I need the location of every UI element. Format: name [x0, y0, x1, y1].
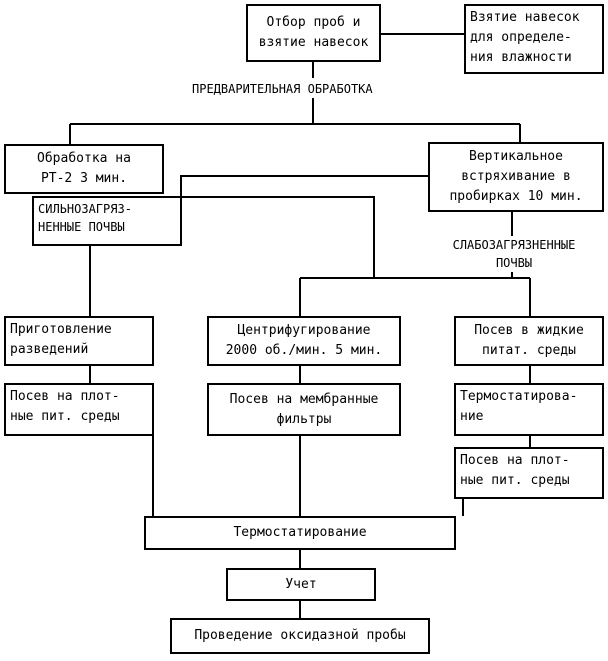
node-liquid-media: Посев в жидкие питат. среды — [454, 316, 604, 366]
node-oxidase-text: Проведение оксидазной пробы — [194, 628, 406, 643]
node-moisture-text: Взятие навесок для определе- ния влажнос… — [470, 10, 580, 65]
label-heavily-polluted: СИЛЬНОЗАГРЯЗ- НЕННЫЕ ПОЧВЫ — [38, 202, 132, 234]
node-solid-left: Посев на плот- ные пит. среды — [4, 383, 154, 436]
node-moisture: Взятие навесок для определе- ния влажнос… — [464, 4, 604, 74]
node-shake: Вертикальное встряхивание в пробирках 10… — [428, 142, 604, 212]
node-membrane-text: Посев на мембранные фильтры — [229, 391, 379, 427]
node-liquid-media-text: Посев в жидкие питат. среды — [474, 323, 584, 358]
node-count-text: Учет — [285, 576, 317, 592]
node-rt2: Обработка на РТ-2 3 мин. — [4, 144, 164, 194]
node-centrifuge-text: Центрифугирование 2000 об./мин. 5 мин. — [225, 323, 383, 358]
node-thermo-main-text: Термостатирование — [233, 525, 367, 540]
line-shake-to-middle — [180, 175, 430, 198]
label-lightly-polluted: СЛАБОЗАГРЯЗНЕННЫЕ ПОЧВЫ — [434, 236, 594, 272]
node-sampling: Отбор проб и взятие навесок — [246, 4, 381, 62]
node-thermo-right-text: Термостатирова- ние — [460, 389, 578, 424]
node-centrifuge: Центрифугирование 2000 об./мин. 5 мин. — [207, 316, 401, 366]
node-solid-right-text: Посев на плот- ные пит. среды — [460, 453, 570, 488]
node-thermo-main: Термостатирование — [144, 516, 456, 550]
node-oxidase: Проведение оксидазной пробы — [170, 618, 430, 654]
node-solid-right: Посев на плот- ные пит. среды — [454, 447, 604, 499]
label-heavily-polluted-box: СИЛЬНОЗАГРЯЗ- НЕННЫЕ ПОЧВЫ — [32, 196, 182, 246]
node-count: Учет — [226, 568, 376, 601]
node-dilutions-text: Приготовление разведений — [10, 322, 112, 357]
node-shake-text: Вертикальное встряхивание в пробирках 10… — [449, 149, 583, 204]
node-rt2-text: Обработка на РТ-2 3 мин. — [37, 151, 131, 186]
node-dilutions: Приготовление разведений — [4, 316, 154, 366]
node-sampling-text: Отбор проб и взятие навесок — [258, 15, 369, 50]
label-pretreatment: ПРЕДВАРИТЕЛЬНАЯ ОБРАБОТКА — [192, 80, 373, 98]
line-rt2-to-middle — [164, 196, 375, 278]
node-solid-left-text: Посев на плот- ные пит. среды — [10, 389, 120, 424]
node-membrane: Посев на мембранные фильтры — [207, 383, 401, 436]
node-thermo-right: Термостатирова- ние — [454, 383, 604, 436]
